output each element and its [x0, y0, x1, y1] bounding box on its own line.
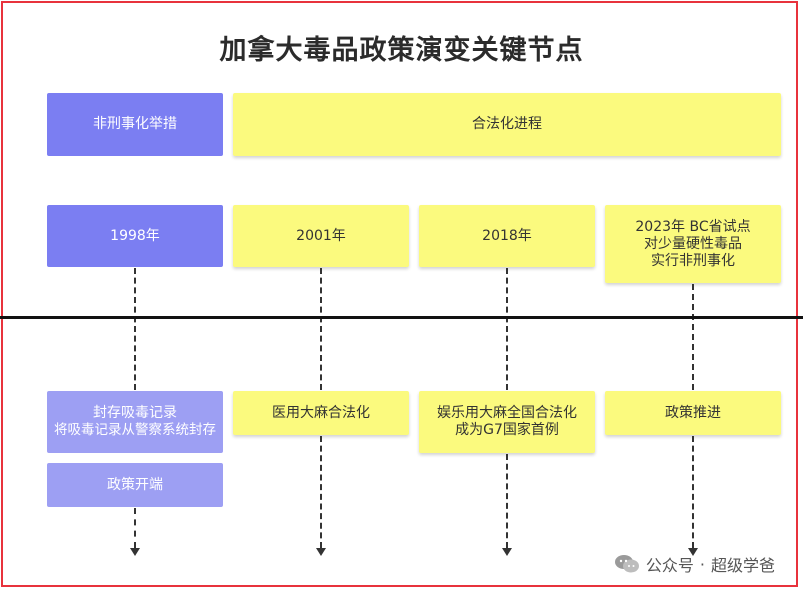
connector-2018: [506, 268, 508, 390]
year-2023-line2: 对少量硬性毒品: [644, 235, 742, 252]
connector-2023: [692, 284, 694, 390]
event-2018-line1: 娱乐用大麻全国合法化: [437, 405, 577, 421]
year-2018-label: 2018年: [482, 227, 532, 244]
year-2001-box: 2001年: [233, 205, 409, 267]
header-decriminalization: 非刑事化举措: [47, 93, 223, 156]
event-2018-box: 娱乐用大麻全国合法化 成为G7国家首例: [419, 391, 595, 453]
page-title: 加拿大毒品政策演变关键节点: [219, 35, 584, 66]
connector-2023-down: [692, 436, 694, 548]
event-2001-label: 医用大麻合法化: [272, 404, 370, 421]
watermark-name: 超级学爸: [710, 556, 775, 575]
arrow-down-icon: [316, 548, 326, 556]
year-1998-box: 1998年: [47, 205, 223, 267]
header-legalization: 合法化进程: [233, 93, 781, 156]
arrow-down-icon: [130, 548, 140, 556]
connector-2018-down: [506, 454, 508, 548]
year-2023-line1: 2023年 BC省试点: [635, 218, 751, 235]
connector-1998-down: [134, 508, 136, 548]
connector-1998: [134, 268, 136, 390]
watermark-separator: ·: [699, 554, 705, 574]
event-1998-line1: 封存吸毒记录: [93, 405, 177, 421]
event-1998-box: 封存吸毒记录 将吸毒记录从警察系统封存: [47, 391, 223, 453]
event-1998-extra-box: 政策开端: [47, 463, 223, 507]
year-2001-label: 2001年: [296, 227, 346, 244]
wechat-icon: [614, 555, 639, 573]
event-2023-label: 政策推进: [665, 404, 721, 421]
year-2018-box: 2018年: [419, 205, 595, 267]
connector-2001-down: [320, 436, 322, 548]
event-2023-box: 政策推进: [605, 391, 781, 435]
watermark: 公众号 · 超级学爸: [614, 552, 775, 576]
year-2023-line3: 实行非刑事化: [651, 252, 735, 269]
event-1998-line2: 将吸毒记录从警察系统封存: [54, 422, 216, 438]
event-1998-extra-label: 政策开端: [107, 476, 163, 493]
arrow-down-icon: [502, 548, 512, 556]
connector-2001: [320, 268, 322, 390]
header-legalization-label: 合法化进程: [472, 116, 542, 132]
watermark-brand: 公众号: [645, 556, 694, 575]
event-2018-line2: 成为G7国家首例: [455, 422, 559, 438]
year-2023-box: 2023年 BC省试点 对少量硬性毒品 实行非刑事化: [605, 205, 781, 283]
event-2001-box: 医用大麻合法化: [233, 391, 409, 435]
timeline-axis: [0, 316, 803, 319]
year-1998-label: 1998年: [110, 227, 160, 244]
header-decriminalization-label: 非刑事化举措: [93, 116, 177, 132]
arrow-down-icon: [688, 548, 698, 556]
